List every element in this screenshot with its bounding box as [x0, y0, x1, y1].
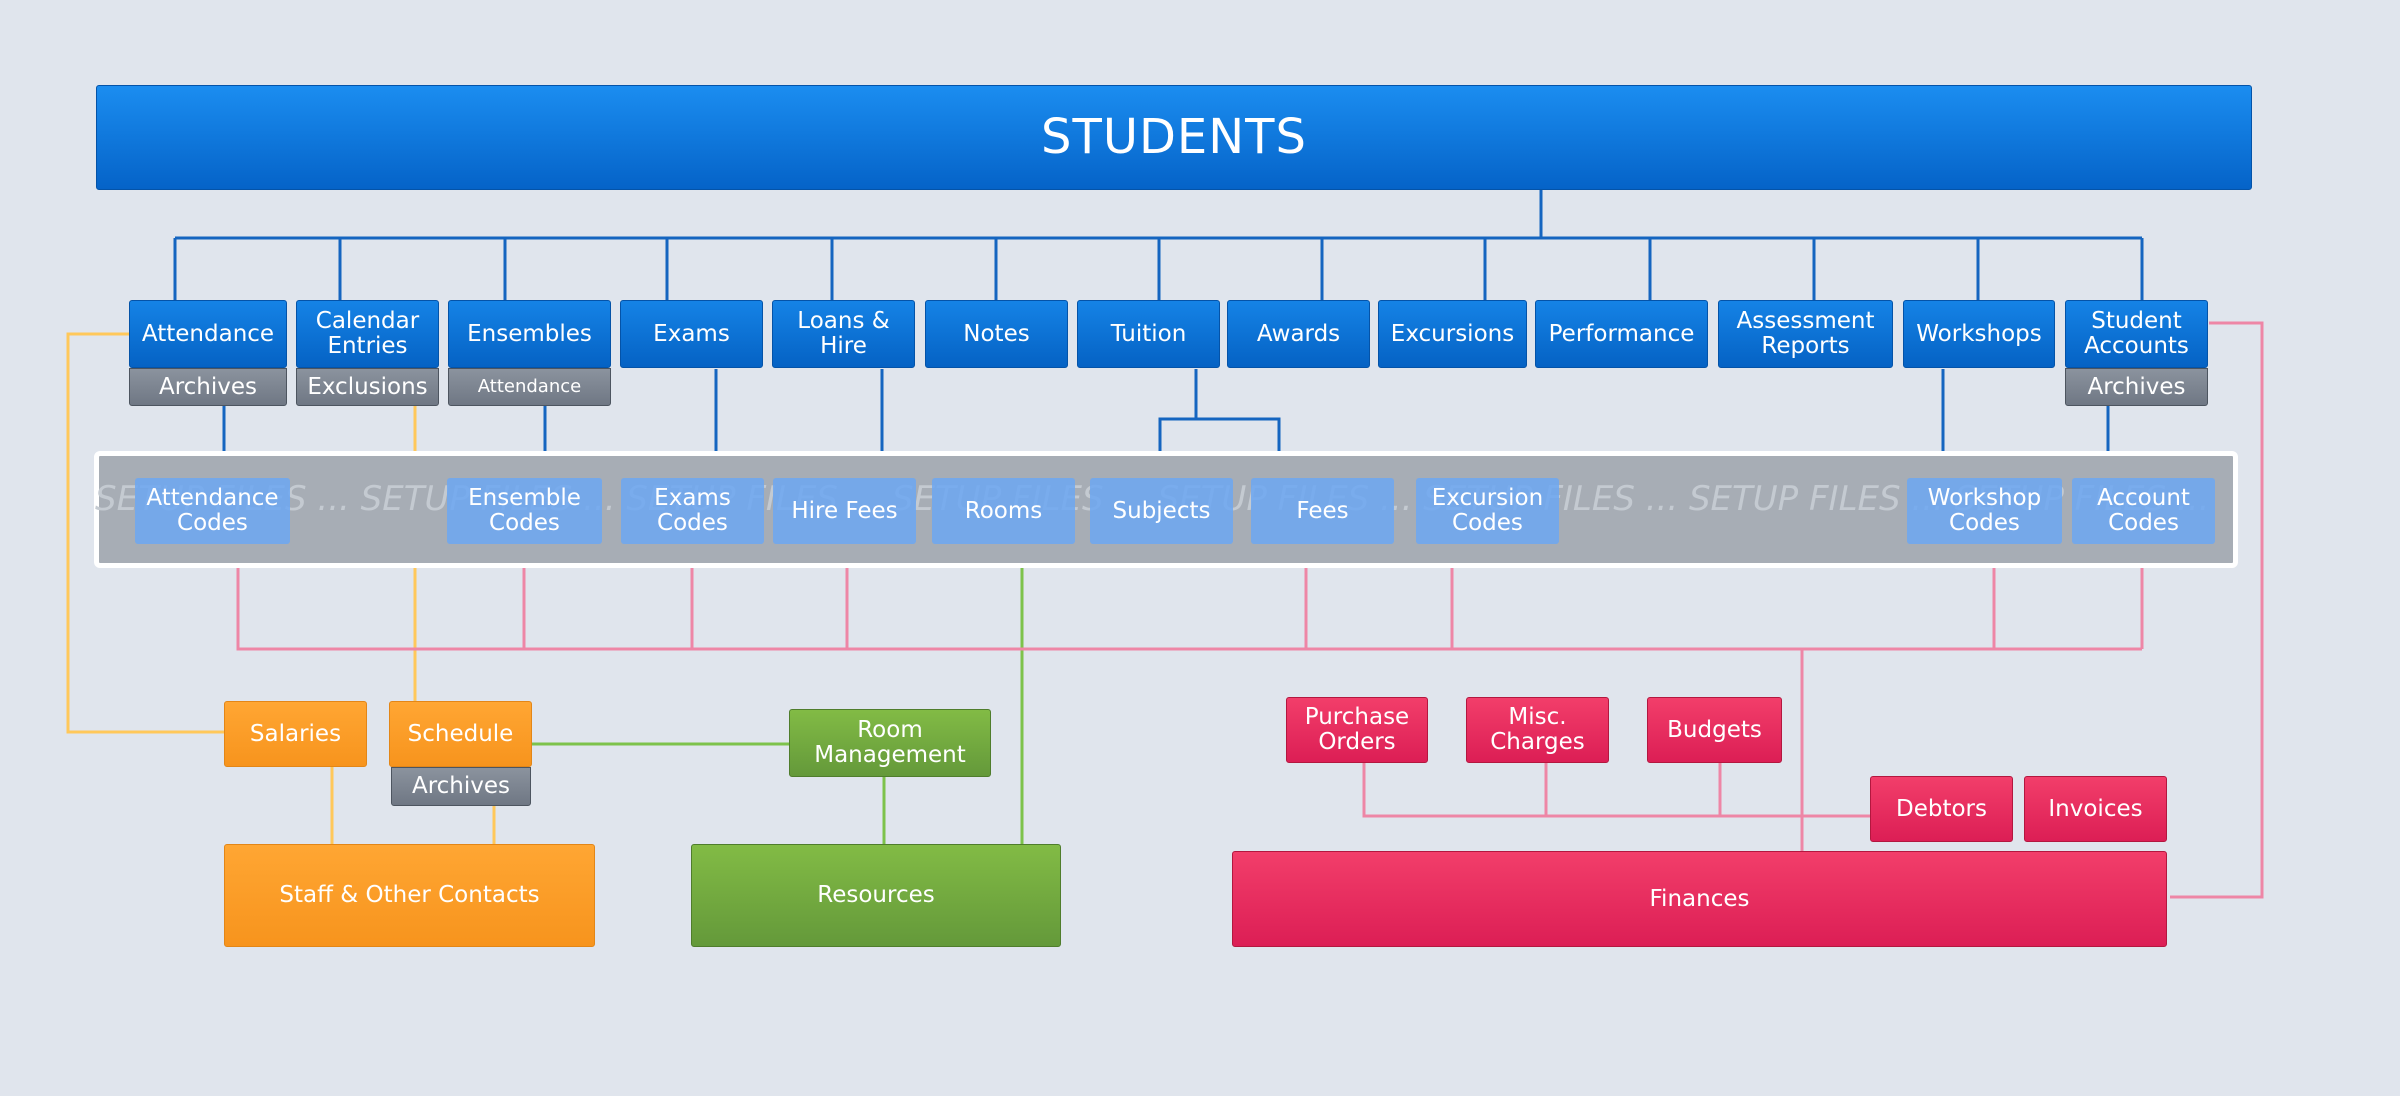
ensembles-attendance-tab[interactable]: Attendance [448, 368, 611, 406]
module-loans-hire[interactable]: Loans & Hire [772, 300, 915, 368]
purchase-orders[interactable]: Purchase Orders [1286, 697, 1428, 763]
misc-charges[interactable]: Misc. Charges [1466, 697, 1609, 763]
finances[interactable]: Finances [1232, 851, 2167, 947]
setup-attendance-codes[interactable]: Attendance Codes [135, 478, 290, 544]
module-calendar-entries[interactable]: Calendar Entries [296, 300, 439, 368]
resources[interactable]: Resources [691, 844, 1061, 947]
module-excursions[interactable]: Excursions [1378, 300, 1527, 368]
module-performance[interactable]: Performance [1535, 300, 1708, 368]
connector-green [532, 544, 1024, 844]
module-awards[interactable]: Awards [1227, 300, 1370, 368]
invoices[interactable]: Invoices [2024, 776, 2167, 842]
room-management[interactable]: Room Management [789, 709, 991, 777]
debtors[interactable]: Debtors [1870, 776, 2013, 842]
attendance-archives-tab[interactable]: Archives [129, 368, 287, 406]
module-ensembles[interactable]: Ensembles [448, 300, 611, 368]
budgets[interactable]: Budgets [1647, 697, 1782, 763]
setup-ensemble-codes[interactable]: Ensemble Codes [447, 478, 602, 544]
module-assessment-reports[interactable]: Assessment Reports [1718, 300, 1893, 368]
module-attendance[interactable]: Attendance [129, 300, 287, 368]
staff-other-contacts[interactable]: Staff & Other Contacts [224, 844, 595, 947]
module-notes[interactable]: Notes [925, 300, 1068, 368]
students-header[interactable]: STUDENTS [96, 85, 2252, 190]
staff-salaries[interactable]: Salaries [224, 701, 367, 767]
setup-subjects[interactable]: Subjects [1090, 478, 1233, 544]
calendar-exclusions-tab[interactable]: Exclusions [296, 368, 439, 406]
setup-account-codes[interactable]: Account Codes [2072, 478, 2215, 544]
module-exams[interactable]: Exams [620, 300, 763, 368]
module-student-accounts[interactable]: Student Accounts [2065, 300, 2208, 368]
staff-schedule[interactable]: Schedule [389, 701, 532, 767]
module-workshops[interactable]: Workshops [1903, 300, 2055, 368]
schedule-archives-tab[interactable]: Archives [391, 767, 531, 806]
connector-blue [173, 190, 2144, 300]
setup-rooms[interactable]: Rooms [932, 478, 1075, 544]
setup-exams-codes[interactable]: Exams Codes [621, 478, 764, 544]
module-tuition[interactable]: Tuition [1077, 300, 1220, 368]
connector-pink [236, 321, 2264, 899]
setup-fees[interactable]: Fees [1251, 478, 1394, 544]
setup-workshop-codes[interactable]: Workshop Codes [1907, 478, 2062, 544]
student-accounts-archives-tab[interactable]: Archives [2065, 368, 2208, 406]
setup-hire-fees[interactable]: Hire Fees [773, 478, 916, 544]
connector-blue-setup [222, 369, 2110, 478]
setup-excursion-codes[interactable]: Excursion Codes [1416, 478, 1559, 544]
